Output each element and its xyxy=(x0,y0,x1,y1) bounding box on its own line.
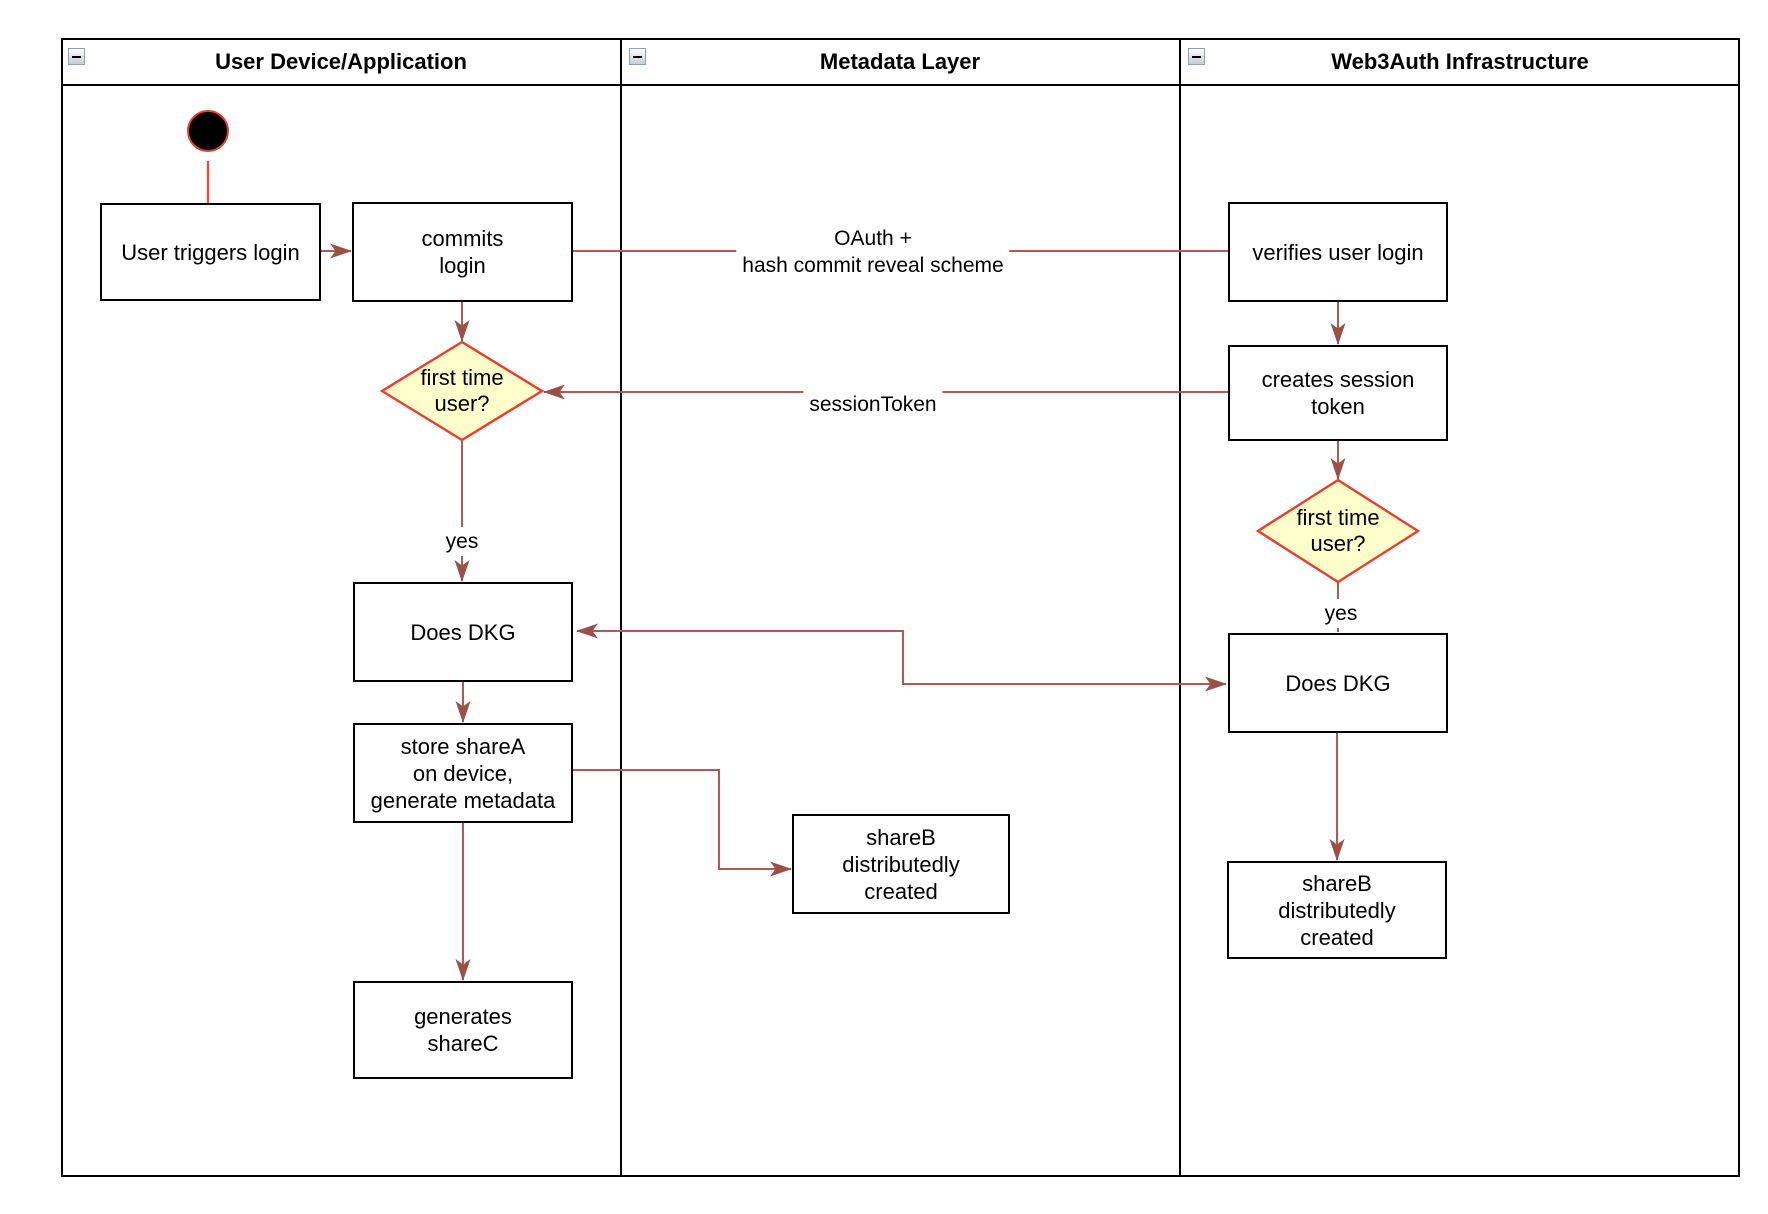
minus-icon xyxy=(633,55,642,58)
node-label-line: first time xyxy=(1296,505,1380,530)
node-label-line: shareB xyxy=(866,824,936,850)
edge-label-yes-device: yes xyxy=(439,527,485,556)
node-commits-login[interactable]: commits login xyxy=(352,202,573,302)
lane-collapse-button-web3auth[interactable] xyxy=(1188,48,1205,65)
edge-label-yes-infra: yes xyxy=(1318,599,1364,628)
node-label-line: user? xyxy=(1310,531,1366,556)
node-label-line: distributedly xyxy=(1278,897,1396,923)
node-label-line: distributedly xyxy=(842,851,960,877)
node-verifies-user-login[interactable]: verifies user login xyxy=(1228,202,1448,302)
lane-title-web3auth: Web3Auth Infrastructure xyxy=(1331,49,1589,74)
lane-divider-1 xyxy=(620,38,622,1177)
lane-divider-2 xyxy=(1179,38,1181,1177)
decision-label-first-time-user-device: first time user? xyxy=(382,365,542,417)
lane-collapse-button-metadata[interactable] xyxy=(629,48,646,65)
node-label-line: generates xyxy=(414,1004,512,1029)
node-shareb-metadata[interactable]: shareB distributedly created xyxy=(792,814,1010,914)
decision-label-first-time-user-infra: first time user? xyxy=(1258,505,1418,557)
node-label-line: shareC xyxy=(427,1031,499,1056)
node-shareb-infra[interactable]: shareB distributedly created xyxy=(1227,861,1447,959)
node-label-line: Does DKG xyxy=(410,619,516,645)
node-label-line: login xyxy=(439,253,486,278)
node-label-line: on device, xyxy=(412,760,514,786)
node-label-line: Does DKG xyxy=(1285,670,1391,696)
edge-label-line: hash commit reveal scheme xyxy=(742,254,1004,277)
node-label-line: first time xyxy=(420,365,504,390)
node-label-line: user? xyxy=(434,391,490,416)
edge-label-oauth: OAuth + hash commit reveal scheme xyxy=(736,224,1010,280)
node-label-line: shareB xyxy=(1302,870,1372,896)
node-label-line: created xyxy=(1300,924,1374,950)
node-does-dkg-infra[interactable]: Does DKG xyxy=(1228,633,1448,733)
node-generates-sharec[interactable]: generates shareC xyxy=(353,981,573,1079)
decision-first-time-user-device[interactable] xyxy=(379,340,545,442)
edge-dkg-bidirectional[interactable] xyxy=(576,623,1227,692)
node-user-triggers-login[interactable]: User triggers login xyxy=(100,203,321,301)
lane-title-metadata: Metadata Layer xyxy=(819,49,981,74)
start-node[interactable] xyxy=(187,110,229,152)
node-label-line: creates session xyxy=(1261,367,1415,392)
lane-header-divider xyxy=(61,84,1740,86)
decision-first-time-user-infra[interactable] xyxy=(1255,478,1421,584)
minus-icon xyxy=(1192,55,1201,58)
node-does-dkg-device[interactable]: Does DKG xyxy=(353,582,573,682)
node-label-line: token xyxy=(1311,394,1365,419)
node-label-line: generate metadata xyxy=(370,787,556,813)
lane-title-user-device: User Device/Application xyxy=(215,49,467,74)
node-label-line: commits xyxy=(421,226,504,251)
lane-collapse-button-user-device[interactable] xyxy=(68,48,85,65)
node-label-line: verifies user login xyxy=(1252,239,1424,265)
node-creates-session-token[interactable]: creates session token xyxy=(1228,345,1448,441)
edge-label-line: OAuth + xyxy=(834,227,912,250)
node-label-line: created xyxy=(864,878,938,904)
node-label-line: store shareA xyxy=(400,733,526,759)
node-label-line: User triggers login xyxy=(121,239,300,265)
pool-frame xyxy=(61,38,1740,1177)
edge-label-session-token: sessionToken xyxy=(803,390,943,419)
minus-icon xyxy=(72,55,81,58)
node-store-sharea[interactable]: store shareA on device, generate metadat… xyxy=(353,723,573,823)
edge-store-sharea-to-shareb-metadata[interactable] xyxy=(573,769,792,877)
